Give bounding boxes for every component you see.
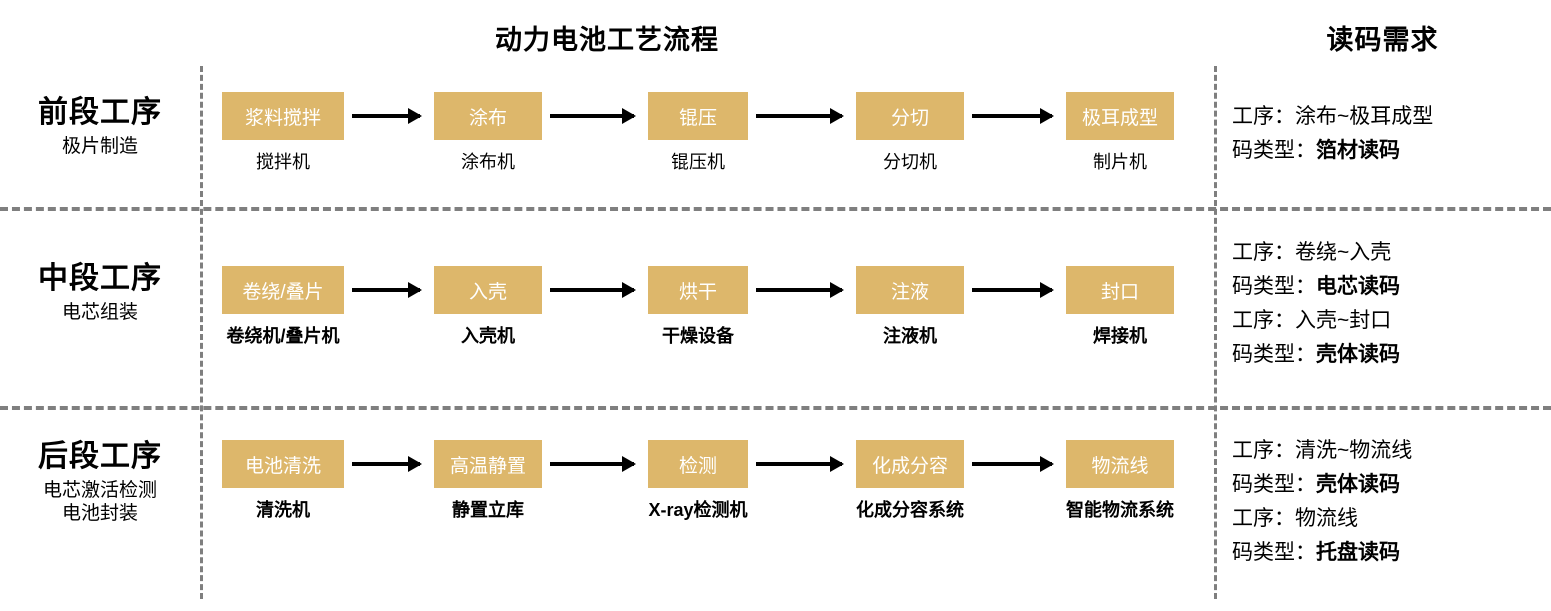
requirement-value: 入壳~封口: [1295, 309, 1392, 333]
process-node[interactable]: 锟压: [648, 92, 748, 140]
horizontal-divider-1: [0, 207, 1551, 211]
process-node[interactable]: 封口: [1066, 266, 1174, 314]
requirement-code-type: 码类型：箔材读码: [1232, 134, 1542, 168]
process-flow-row-3: 电池清洗清洗机 高温静置静置立库 检测 X-ray检测机 化成分容化成分容系统 物流线智能…: [208, 440, 1208, 540]
process-node[interactable]: 分切: [856, 92, 964, 140]
requirement-process-range: 工序：涂布~极耳成型: [1232, 100, 1542, 134]
process-node-caption: 涂布机: [461, 152, 515, 172]
requirement-block-1: 工序：涂布~极耳成型码类型：箔材读码: [1232, 100, 1542, 168]
requirement-value: 托盘读码: [1316, 541, 1400, 565]
process-node[interactable]: 烘干: [648, 266, 748, 314]
arrow-icon: [352, 282, 422, 298]
process-node[interactable]: 浆料搅拌: [222, 92, 344, 140]
arrow-icon: [550, 456, 636, 472]
process-node-caption: 清洗机: [256, 500, 310, 520]
page-title-flow: 动力电池工艺流程: [495, 25, 719, 55]
requirement-label: 工序：: [1232, 507, 1295, 531]
arrow-icon: [972, 282, 1054, 298]
requirement-process-range: 工序：清洗~物流线: [1232, 434, 1542, 468]
requirement-label: 码类型：: [1232, 275, 1316, 299]
requirement-value: 物流线: [1295, 507, 1358, 531]
arrow-icon: [756, 282, 844, 298]
requirement-value: 壳体读码: [1316, 343, 1400, 367]
requirement-block-2: 工序：卷绕~入壳码类型：电芯读码工序：入壳~封口码类型：壳体读码: [1232, 236, 1542, 372]
process-node-caption: 智能物流系统: [1066, 500, 1174, 520]
requirement-value: 壳体读码: [1316, 473, 1400, 497]
requirement-label: 工序：: [1232, 309, 1295, 333]
process-node[interactable]: 涂布: [434, 92, 542, 140]
stage-subtitle: 极片制造: [61, 135, 138, 157]
stage-title: 前段工序: [38, 96, 162, 129]
arrow-icon: [756, 456, 844, 472]
process-flow-row-1: 浆料搅拌搅拌机 涂布涂布机 锟压锟压机 分切分切机 极耳成型制片机: [208, 92, 1208, 192]
requirement-block-3: 工序：清洗~物流线码类型：壳体读码工序：物流线码类型：托盘读码: [1232, 434, 1542, 570]
requirement-label: 工序：: [1232, 439, 1295, 462]
stage-label-3: 后段工序电芯激活检测电池封装: [0, 440, 200, 526]
arrow-icon: [352, 108, 422, 124]
horizontal-divider-2: [0, 406, 1551, 410]
requirement-code-type: 码类型：壳体读码: [1232, 338, 1542, 372]
requirement-process-range: 工序：入壳~封口: [1232, 304, 1542, 338]
process-node-caption: 锟压机: [671, 152, 725, 172]
requirement-label: 码类型：: [1232, 473, 1316, 497]
process-node[interactable]: 卷绕/叠片: [222, 266, 344, 314]
process-node[interactable]: 注液: [856, 266, 964, 314]
arrow-icon: [756, 108, 844, 124]
process-node[interactable]: 检测: [648, 440, 748, 488]
process-node-caption: 分切机: [883, 152, 937, 172]
vertical-divider-left: [200, 66, 203, 599]
requirement-value: 清洗~物流线: [1295, 439, 1413, 462]
process-node[interactable]: 电池清洗: [222, 440, 344, 488]
process-node-caption: 静置立库: [452, 500, 524, 520]
requirement-label: 码类型：: [1232, 343, 1316, 367]
requirement-label: 工序：: [1232, 105, 1295, 128]
process-node-caption: 干燥设备: [662, 326, 734, 346]
arrow-icon: [550, 108, 636, 124]
process-node-caption: 化成分容系统: [856, 500, 964, 520]
process-node[interactable]: 极耳成型: [1066, 92, 1174, 140]
process-node-caption: 卷绕机/叠片机: [226, 326, 340, 346]
requirement-process-range: 工序：物流线: [1232, 502, 1542, 536]
process-node-caption: 入壳机: [461, 326, 515, 346]
process-node-caption: 注液机: [883, 326, 937, 346]
process-node-caption: 搅拌机: [256, 152, 310, 172]
stage-subtitle: 电芯组装: [61, 301, 138, 323]
arrow-icon: [352, 456, 422, 472]
requirement-label: 工序：: [1232, 241, 1295, 264]
page-title-requirements: 读码需求: [1326, 25, 1439, 55]
process-node[interactable]: 物流线: [1066, 440, 1174, 488]
process-node[interactable]: 化成分容: [856, 440, 964, 488]
stage-label-1: 前段工序极片制造: [0, 96, 200, 158]
requirement-value: 箔材读码: [1316, 139, 1400, 163]
process-node[interactable]: 入壳: [434, 266, 542, 314]
requirement-value: 电芯读码: [1316, 275, 1400, 299]
arrow-icon: [972, 456, 1054, 472]
process-node-caption: 焊接机: [1093, 326, 1147, 346]
requirement-code-type: 码类型：托盘读码: [1232, 536, 1542, 570]
requirement-value: 卷绕~入壳: [1295, 241, 1392, 264]
vertical-divider-right: [1214, 66, 1217, 599]
arrow-icon: [550, 282, 636, 298]
stage-title: 后段工序: [38, 440, 162, 473]
process-flow-row-2: 卷绕/叠片卷绕机/叠片机 入壳入壳机 烘干干燥设备 注液注液机 封口焊接机: [208, 266, 1208, 366]
requirement-code-type: 码类型：壳体读码: [1232, 468, 1542, 502]
process-node[interactable]: 高温静置: [434, 440, 542, 488]
requirement-value: 涂布~极耳成型: [1295, 105, 1434, 128]
requirement-code-type: 码类型：电芯读码: [1232, 270, 1542, 304]
requirement-process-range: 工序：卷绕~入壳: [1232, 236, 1542, 270]
requirement-label: 码类型：: [1232, 139, 1316, 163]
requirement-label: 码类型：: [1232, 541, 1316, 565]
process-node-caption: 制片机: [1093, 152, 1147, 172]
stage-title: 中段工序: [38, 262, 162, 295]
arrow-icon: [972, 108, 1054, 124]
stage-label-2: 中段工序电芯组装: [0, 262, 200, 324]
process-node-caption: X-ray检测机: [648, 500, 748, 520]
stage-subtitle: 电芯激活检测电池封装: [42, 479, 157, 525]
